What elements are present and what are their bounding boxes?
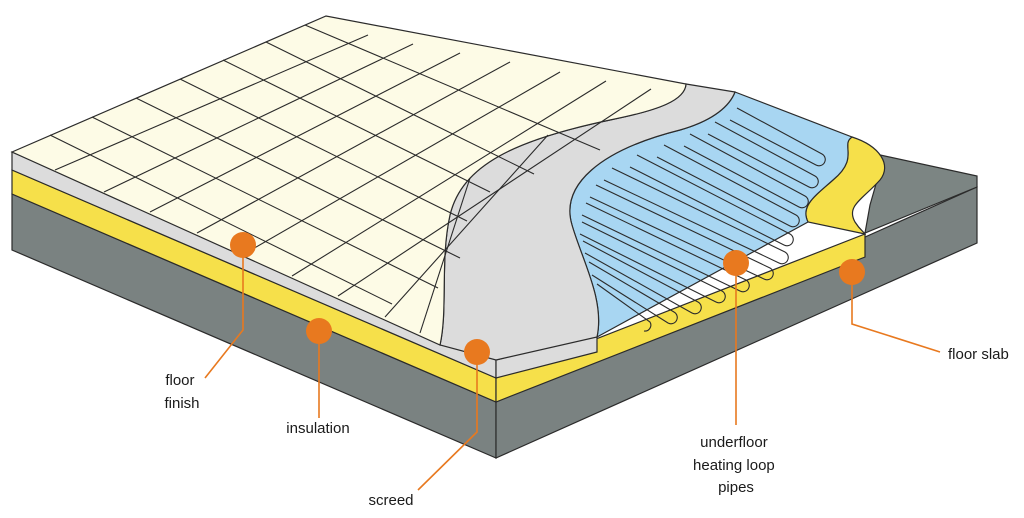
- floor-finish-marker: [230, 232, 256, 258]
- label-floor-finish-line2: finish: [164, 395, 199, 412]
- label-floor-finish-line1: floor: [165, 372, 194, 389]
- label-insulation: insulation: [286, 420, 349, 437]
- label-screed: screed: [368, 492, 413, 509]
- label-screed-line1: screed: [368, 492, 413, 509]
- label-floor-slab: floor slab: [948, 346, 1009, 363]
- label-underfloor-line1: underfloor: [700, 434, 768, 451]
- label-underfloor-line2: heating loop: [693, 457, 775, 474]
- callout-underfloor: [723, 250, 749, 425]
- screed-marker: [464, 339, 490, 365]
- floor-finish-tiles: [10, 15, 687, 346]
- insulation-marker: [306, 318, 332, 344]
- label-floor-finish: floor finish: [164, 372, 199, 412]
- floor-slab-marker: [839, 259, 865, 285]
- label-underfloor: underfloor heating loop pipes: [693, 434, 779, 496]
- label-insulation-line1: insulation: [286, 420, 349, 437]
- tile-grid: [49, 24, 652, 334]
- callout-floor-slab: [839, 259, 941, 353]
- callout-floor-finish: [204, 232, 256, 379]
- label-floor-slab-line1: floor slab: [948, 346, 1009, 363]
- callout-screed: [417, 339, 490, 491]
- label-underfloor-line3: pipes: [718, 479, 754, 496]
- callout-insulation: [306, 318, 332, 418]
- underfloor-marker: [723, 250, 749, 276]
- heating-loop-pipes: [579, 107, 826, 332]
